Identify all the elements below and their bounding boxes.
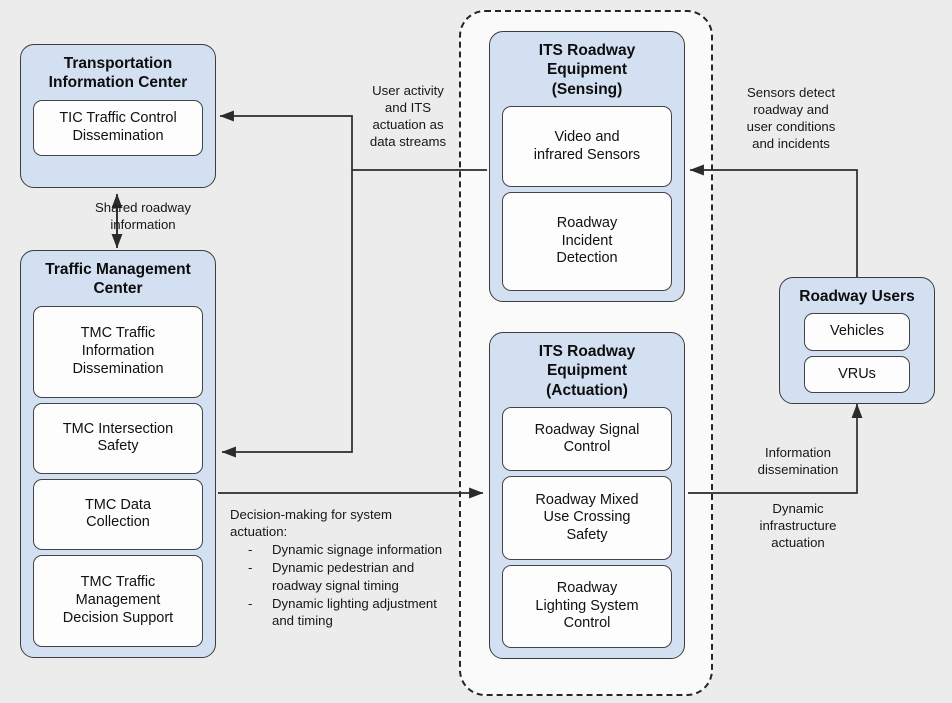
subnode-list-its-actuation: Roadway Signal Control Roadway Mixed Use…: [490, 407, 684, 658]
node-title-its-sensing: ITS Roadway Equipment (Sensing): [538, 42, 636, 98]
annotation-decision-making: Decision-making for system actuation: Dy…: [230, 506, 460, 629]
node-transportation-information-center[interactable]: Transportation Information Center TIC Tr…: [20, 44, 216, 188]
node-title-roadway-users: Roadway Users: [799, 288, 915, 305]
edge-sensing-to-tic: [219, 110, 487, 171]
subnode-roadway-mixed-use-crossing-safety[interactable]: Roadway Mixed Use Crossing Safety: [502, 476, 672, 560]
edge-label-sensors-detect: Sensors detect roadway and user conditio…: [746, 85, 836, 151]
edge-users-to-sensing: [689, 164, 858, 277]
node-title-tmc: Traffic Management Center: [45, 261, 191, 298]
edge-label-shared-roadway-information: Shared roadway information: [94, 200, 192, 232]
subnode-list-tic: TIC Traffic Control Dissemination: [21, 99, 215, 187]
subnode-vehicles[interactable]: Vehicles: [804, 313, 910, 351]
subnode-roadway-lighting-system-control[interactable]: Roadway Lighting System Control: [502, 564, 672, 649]
annotation-heading: Decision-making for system actuation:: [230, 507, 392, 540]
edge-actuation-to-users: [688, 403, 863, 494]
annotation-bullet: Dynamic signage information: [244, 541, 460, 558]
subnode-vrus[interactable]: VRUs: [804, 355, 910, 393]
subnode-video-and-infrared-sensors[interactable]: Video and infrared Sensors: [502, 106, 672, 188]
annotation-bullet-list: Dynamic signage information Dynamic pede…: [230, 541, 460, 629]
subnode-roadway-incident-detection[interactable]: Roadway Incident Detection: [502, 192, 672, 291]
node-title-tic: Transportation Information Center: [48, 55, 188, 92]
node-roadway-users[interactable]: Roadway Users Vehicles VRUs: [779, 277, 935, 404]
node-its-roadway-equipment-actuation[interactable]: ITS Roadway Equipment (Actuation) Roadwa…: [489, 332, 685, 659]
subnode-list-roadway-users: Vehicles VRUs: [780, 313, 934, 403]
edge-sensing-to-tmc: [221, 170, 353, 458]
node-title-its-actuation: ITS Roadway Equipment (Actuation): [538, 343, 636, 399]
subnode-list-tmc: TMC Traffic Information Dissemination TM…: [21, 305, 215, 657]
subnode-list-its-sensing: Video and infrared Sensors Roadway Incid…: [490, 106, 684, 301]
subnode-tmc-traffic-management-decision-support[interactable]: TMC Traffic Management Decision Support: [33, 554, 203, 647]
annotation-bullet: Dynamic pedestrian and roadway signal ti…: [244, 559, 460, 593]
subnode-tmc-traffic-information-dissemination[interactable]: TMC Traffic Information Dissemination: [33, 305, 203, 398]
edge-label-information-dissemination: Information dissemination: [757, 445, 839, 477]
edge-label-dynamic-infrastructure-actuation: Dynamic infrastructure actuation: [759, 501, 837, 550]
subnode-roadway-signal-control[interactable]: Roadway Signal Control: [502, 407, 672, 472]
node-its-roadway-equipment-sensing[interactable]: ITS Roadway Equipment (Sensing) Video an…: [489, 31, 685, 302]
subnode-tmc-data-collection[interactable]: TMC Data Collection: [33, 478, 203, 550]
subnode-tic-traffic-control-dissemination[interactable]: TIC Traffic Control Dissemination: [33, 99, 203, 156]
edge-label-user-activity: User activity and ITS actuation as data …: [369, 83, 447, 149]
annotation-bullet: Dynamic lighting adjustment and timing: [244, 595, 460, 629]
node-traffic-management-center[interactable]: Traffic Management Center TMC Traffic In…: [20, 250, 216, 658]
subnode-tmc-intersection-safety[interactable]: TMC Intersection Safety: [33, 402, 203, 474]
